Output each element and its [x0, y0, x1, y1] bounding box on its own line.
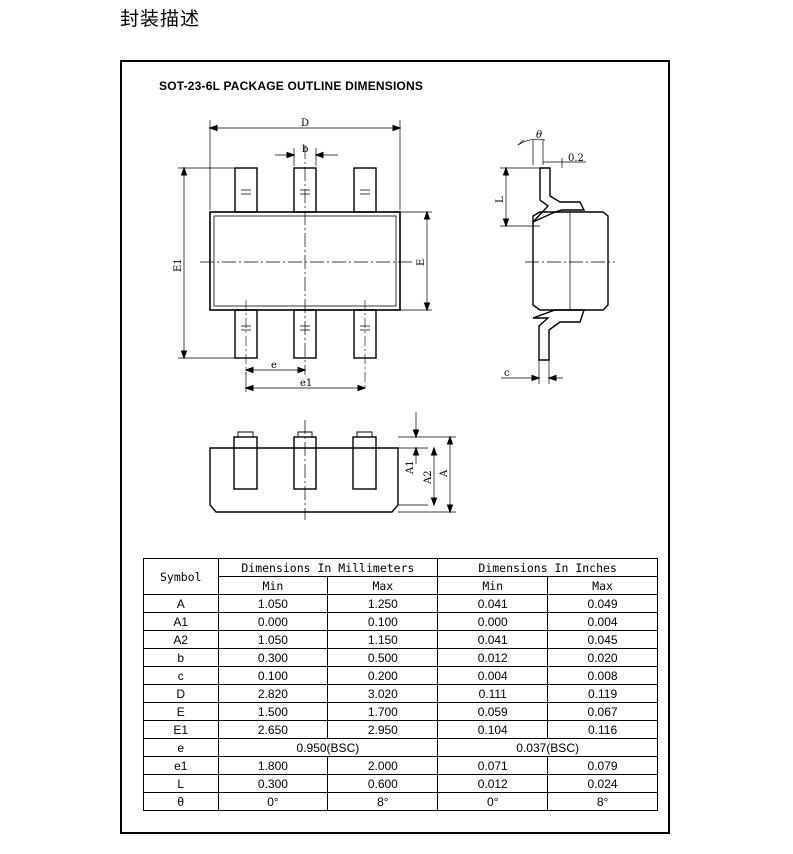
mm-min-cell: 1.800 [217, 756, 329, 775]
symbol-cell: A1 [143, 612, 219, 631]
label-e1-vertical: E1 [173, 258, 184, 272]
mm-max-cell: 1.150 [327, 630, 439, 649]
inch-max-cell: 0.008 [547, 666, 658, 685]
table-row: e 0.950(BSC) 0.037(BSC) [143, 738, 658, 757]
mm-min-cell: 0.000 [217, 612, 329, 631]
side-view [500, 138, 615, 384]
mm-max-cell: 0.600 [327, 774, 439, 793]
symbol-cell: E1 [143, 720, 219, 739]
top-view [178, 120, 432, 392]
inch-min-cell: 0.104 [437, 720, 549, 739]
mm-max-cell: 3.020 [327, 684, 439, 703]
table-row: A1 0.000 0.100 0.000 0.004 [143, 612, 658, 631]
mm-min-cell: 1.050 [217, 630, 329, 649]
inch-max-header: Max [547, 576, 658, 595]
inch-min-cell: 0.041 [437, 630, 549, 649]
inch-max-cell: 0.020 [547, 648, 658, 667]
mm-min-cell: 1.500 [217, 702, 329, 721]
mm-min-cell: 0° [217, 792, 329, 811]
inch-min-cell: 0.012 [437, 774, 549, 793]
symbol-cell: e1 [143, 756, 219, 775]
mm-max-cell: 8° [327, 792, 439, 811]
inch-min-cell: 0.041 [437, 594, 549, 613]
inch-max-cell: 0.116 [547, 720, 658, 739]
page-heading: 封装描述 [120, 8, 201, 30]
mm-max-header: Max [327, 576, 439, 595]
symbol-cell: A [143, 594, 219, 613]
table-row: c 0.100 0.200 0.004 0.008 [143, 666, 658, 685]
mm-max-cell: 0.200 [327, 666, 439, 685]
mm-max-cell: 0.100 [327, 612, 439, 631]
inch-min-header: Min [437, 576, 549, 595]
inch-header: Dimensions In Inches [437, 558, 658, 577]
table-row: E1 2.650 2.950 0.104 0.116 [143, 720, 658, 739]
inch-min-cell: 0.012 [437, 648, 549, 667]
label-a1: A1 [405, 460, 416, 475]
label-gauge: 0.2 [568, 153, 584, 164]
symbol-cell: L [143, 774, 219, 793]
drawing-frame [120, 60, 670, 834]
symbol-cell: b [143, 648, 219, 667]
table-row: D 2.820 3.020 0.111 0.119 [143, 684, 658, 703]
mm-min-cell: 1.050 [217, 594, 329, 613]
label-d: D [301, 118, 309, 129]
label-e: e [271, 360, 277, 371]
symbol-cell: A2 [143, 630, 219, 649]
symbol-cell: e [143, 738, 219, 757]
label-theta: θ [536, 130, 542, 141]
label-a2: A2 [423, 470, 434, 485]
front-view [209, 412, 456, 520]
label-a: A [439, 469, 450, 478]
inch-min-cell: 0.111 [437, 684, 549, 703]
mm-max-cell: 2.000 [327, 756, 439, 775]
mm-max-cell: 0.500 [327, 648, 439, 667]
table-row: L 0.300 0.600 0.012 0.024 [143, 774, 658, 793]
inch-max-cell: 0.024 [547, 774, 658, 793]
mm-min-cell: 0.300 [217, 648, 329, 667]
inch-max-cell: 0.119 [547, 684, 658, 703]
table-row: θ 0° 8° 0° 8° [143, 792, 658, 811]
symbol-cell: D [143, 684, 219, 703]
label-c: c [504, 368, 510, 379]
inch-span-cell: 0.037(BSC) [437, 738, 658, 757]
inch-max-cell: 0.067 [547, 702, 658, 721]
inch-min-cell: 0.004 [437, 666, 549, 685]
mm-max-cell: 1.250 [327, 594, 439, 613]
table-row: E 1.500 1.700 0.059 0.067 [143, 702, 658, 721]
mm-min-header: Min [217, 576, 329, 595]
inch-max-cell: 0.049 [547, 594, 658, 613]
mm-min-cell: 2.650 [217, 720, 329, 739]
inch-min-cell: 0.000 [437, 612, 549, 631]
mm-max-cell: 1.700 [327, 702, 439, 721]
inch-min-cell: 0° [437, 792, 549, 811]
mm-min-cell: 0.300 [217, 774, 329, 793]
symbol-cell: c [143, 666, 219, 685]
symbol-cell: E [143, 702, 219, 721]
mm-span-cell: 0.950(BSC) [217, 738, 439, 757]
mm-min-cell: 2.820 [217, 684, 329, 703]
symbol-cell: θ [143, 792, 219, 811]
table-row: A2 1.050 1.150 0.041 0.045 [143, 630, 658, 649]
label-b: b [302, 144, 308, 155]
table-row: e1 1.800 2.000 0.071 0.079 [143, 756, 658, 775]
inch-max-cell: 0.045 [547, 630, 658, 649]
dimensions-table: Symbol Dimensions In Millimeters Dimensi… [143, 558, 658, 811]
inch-min-cell: 0.059 [437, 702, 549, 721]
inch-max-cell: 0.079 [547, 756, 658, 775]
drawing-title: SOT-23-6L PACKAGE OUTLINE DIMENSIONS [159, 79, 424, 93]
table-body: A 1.050 1.250 0.041 0.049 A1 0.000 0.100… [143, 594, 658, 811]
mm-header: Dimensions In Millimeters [217, 558, 439, 577]
inch-min-cell: 0.071 [437, 756, 549, 775]
inch-max-cell: 8° [547, 792, 658, 811]
table-row: A 1.050 1.250 0.041 0.049 [143, 594, 658, 613]
mm-min-cell: 0.100 [217, 666, 329, 685]
mm-max-cell: 2.950 [327, 720, 439, 739]
table-row: b 0.300 0.500 0.012 0.020 [143, 648, 658, 667]
label-l: L [495, 196, 506, 203]
inch-max-cell: 0.004 [547, 612, 658, 631]
symbol-header: Symbol [143, 558, 219, 595]
label-e1: e1 [300, 378, 312, 389]
label-e-vertical: E [416, 259, 427, 266]
